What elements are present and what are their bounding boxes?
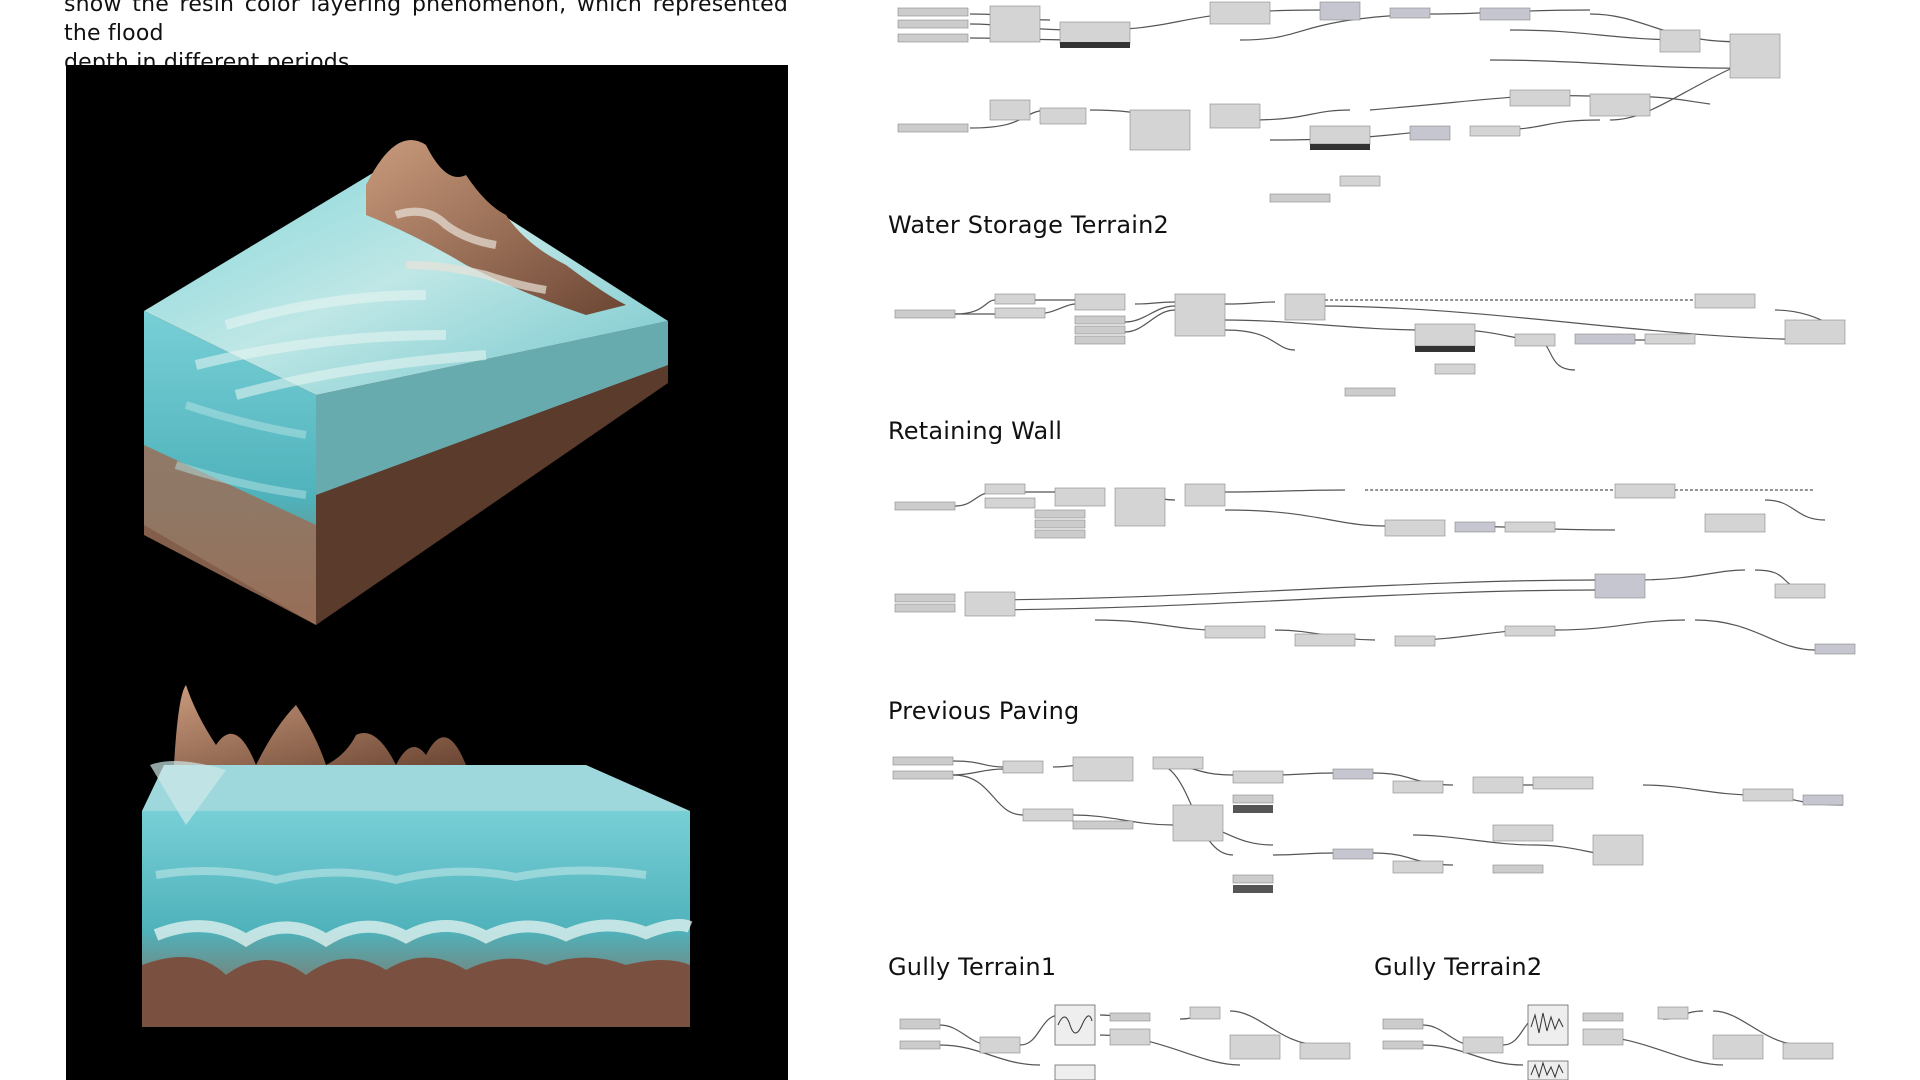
- gh-graph-gully-terrain2: [1382, 1004, 1853, 1080]
- gh-graph-gully-terrain1: [899, 1004, 1370, 1080]
- model-photo-panel: [66, 65, 788, 1080]
- section-title-retaining-wall: Retaining Wall: [888, 417, 1063, 445]
- gh-graph-top: [890, 0, 1860, 205]
- section-title-gully-terrain1: Gully Terrain1: [888, 953, 1057, 981]
- section-title-previous-paving: Previous Paving: [888, 697, 1080, 725]
- section-title-gully-terrain2: Gully Terrain2: [1374, 953, 1543, 981]
- gh-graph-previous-paving: [892, 755, 1853, 925]
- model-side-image: [142, 685, 693, 1027]
- gh-graph-water-storage-terrain2: [894, 290, 1855, 400]
- intro-line-1: show the resin color layering phenomenon…: [64, 0, 788, 46]
- gh-graph-retaining-wall: [894, 480, 1856, 675]
- model-top-image: [144, 140, 668, 625]
- section-title-water-storage-terrain2: Water Storage Terrain2: [888, 211, 1170, 239]
